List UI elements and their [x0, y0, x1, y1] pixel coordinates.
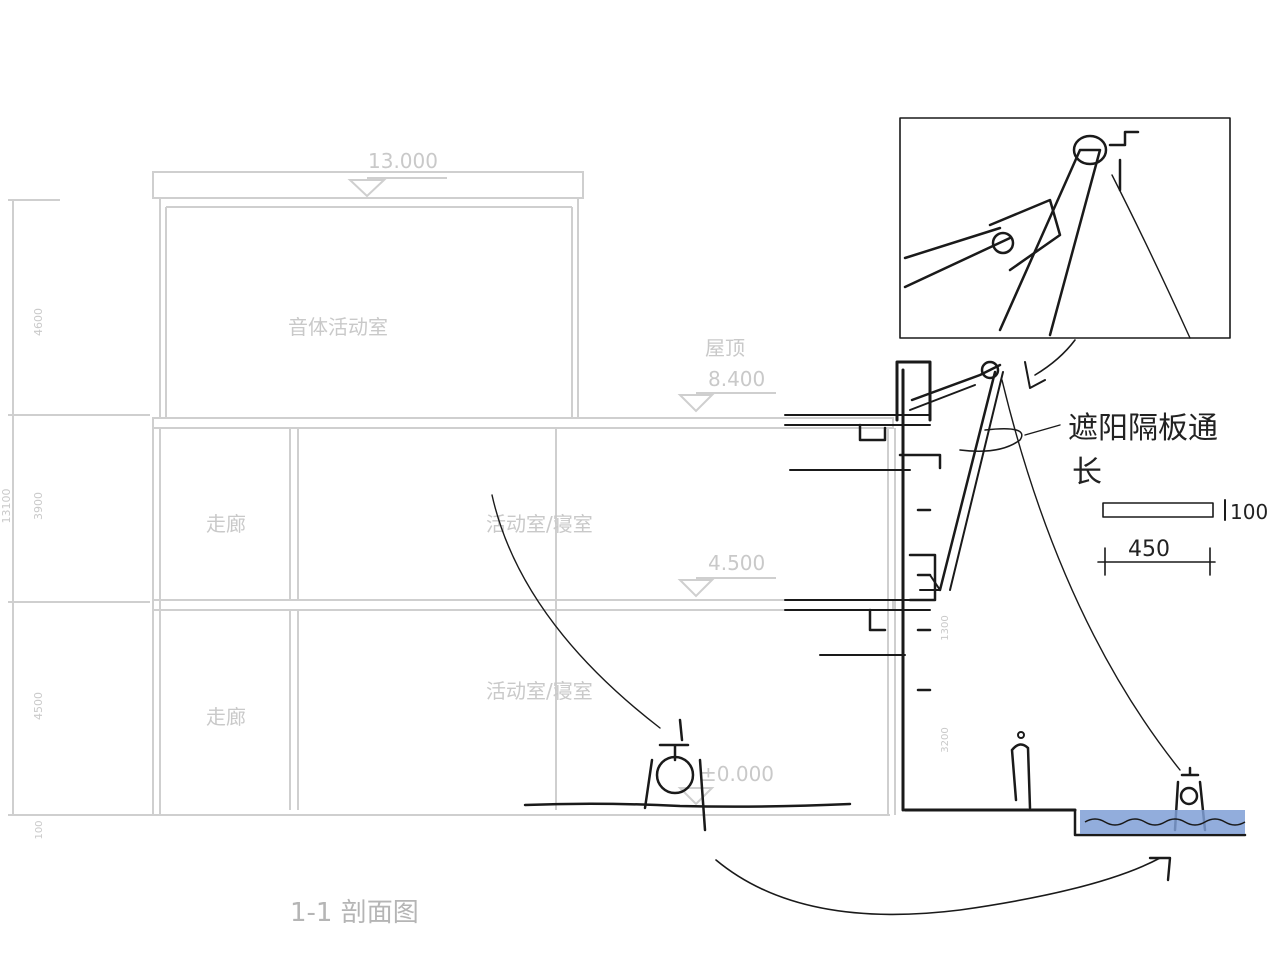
swing-arc-right: [1001, 379, 1181, 771]
level-mid-text: 4.500: [708, 551, 765, 575]
sketch-louver-box: [908, 553, 937, 602]
sketch-louver-fins: [898, 453, 942, 692]
floor-slab-upper: [152, 417, 894, 429]
level-top-text: 13.000: [368, 149, 438, 173]
room-label-mid: 活动室/寝室: [486, 512, 593, 536]
sketch-ground-left: [523, 802, 852, 808]
right-pivot-head: [1180, 766, 1200, 777]
level-roof-text: 8.400: [708, 367, 765, 391]
left-pivot-wheel: [655, 755, 695, 795]
swing-arc-bottom: [715, 857, 1161, 916]
roof-label-text: 屋顶: [705, 336, 745, 360]
floor-slab-mid: [152, 599, 894, 611]
sketch-roof-slab: [784, 414, 931, 426]
sketch-shutter-leaf: [938, 370, 997, 592]
drawing-title: 1-1 剖面图: [290, 898, 419, 928]
dim-4600: 4600: [32, 308, 45, 336]
dim-4500: 4500: [32, 692, 45, 720]
inset-spring: [1108, 130, 1140, 192]
inset-shutter-leaf: [998, 148, 1102, 337]
ink-sketch: [491, 117, 1247, 916]
left-pivot-head: [658, 718, 690, 762]
human-figure-head: [1017, 731, 1025, 739]
sketch-mid-slab: [784, 599, 931, 611]
callout-pointer: [1034, 339, 1076, 376]
sketch-louver-hook: [858, 423, 887, 442]
inset-hinge: [1072, 134, 1108, 166]
dim-facade-lower: 3200: [940, 727, 951, 752]
room-label-low: 活动室/寝室: [486, 679, 593, 703]
dim-facade-upper: 1300: [940, 615, 951, 640]
inset-pivot: [991, 231, 1015, 255]
top-floor-room: [159, 197, 579, 419]
callout-arrow-head: [1024, 361, 1046, 389]
right-pivot-wheel: [1179, 786, 1199, 806]
inset-arm-line: [903, 226, 1002, 260]
room-label-top: 音体活动室: [288, 315, 388, 339]
room-label-corridor-mid: 走廊: [206, 512, 246, 536]
sketch-support-arm: [910, 363, 1002, 402]
level-marker-mid: [677, 579, 715, 598]
printed-section: [8, 171, 896, 816]
water-ripple: [1084, 818, 1246, 826]
callout-leader: [1024, 424, 1061, 436]
sketch-leaf-tip: [919, 574, 941, 591]
level-ground-text: ±0.000: [700, 762, 774, 786]
sketch-hinge-top: [980, 360, 1000, 380]
size-thickness-text: 100: [1230, 500, 1268, 524]
human-figure: [1010, 743, 1032, 810]
water-pool: [1080, 810, 1245, 834]
sketch-support-arm: [909, 384, 976, 411]
length-dimension-line: [1097, 547, 1216, 576]
note-line-1: 遮阳隔板通: [1068, 411, 1218, 446]
detail-inset-frame: [899, 117, 1231, 339]
level-marker-top: [347, 179, 387, 198]
sketch-parapet: [895, 360, 932, 422]
sketch-shutter-leaf: [949, 371, 1004, 591]
callout-loop: [959, 428, 1023, 452]
arc-arrow-head: [1148, 856, 1172, 882]
note-line-2: 长: [1072, 455, 1102, 490]
swing-arc-left: [491, 494, 661, 729]
dim-3900: 3900: [32, 492, 45, 520]
dim-total: 13100: [0, 489, 13, 524]
inset-swing-arc: [1111, 174, 1191, 339]
louver-section-shape: [1102, 502, 1214, 518]
inset-bracket: [988, 198, 1062, 272]
left-pivot-legs: [643, 758, 707, 832]
sketch-pool-edge: [1073, 808, 1247, 837]
level-marker-roof: [677, 394, 715, 413]
size-length-text: 450: [1128, 537, 1170, 562]
level-marker-ground: [677, 787, 715, 806]
room-label-corridor-low: 走廊: [206, 705, 246, 729]
sketch-louver-hook: [868, 608, 887, 632]
dim-plinth: 100: [34, 820, 45, 839]
